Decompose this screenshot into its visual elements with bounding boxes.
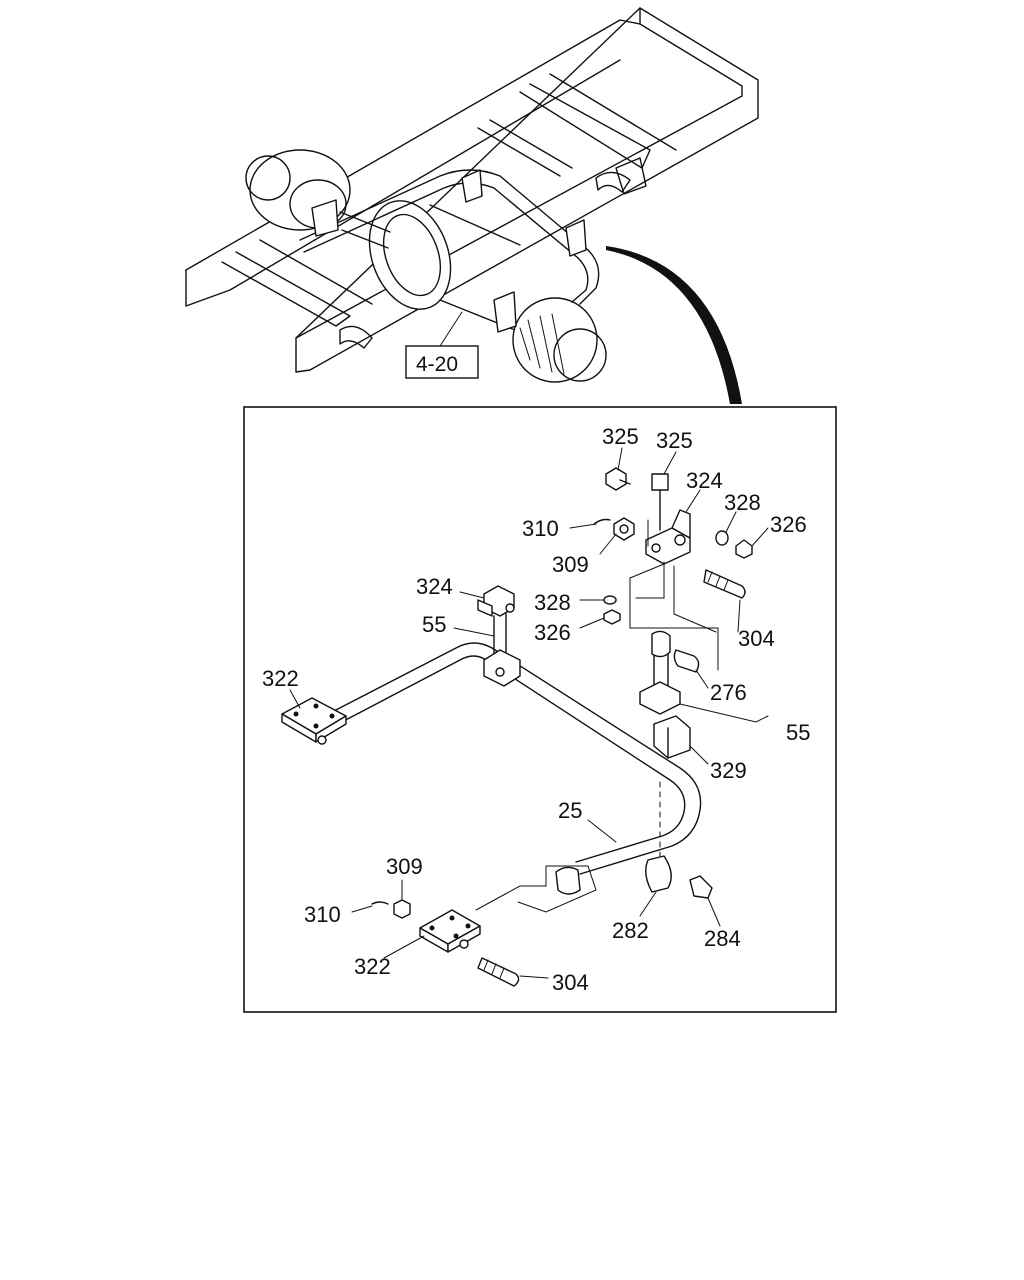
callout-310-upper: 310 [522, 516, 559, 541]
callout-325-nut: 325 [602, 424, 639, 449]
detail-frame [243, 406, 837, 1013]
reference-box: 4-20 [405, 345, 479, 379]
callout-304-lower: 304 [552, 970, 589, 995]
stabilizer-assembly-detail [281, 467, 753, 987]
callout-325-bolt: 325 [656, 428, 693, 453]
callout-310-lower: 310 [304, 902, 341, 927]
callout-55-left: 55 [422, 612, 446, 637]
callout-326-left: 326 [534, 620, 571, 645]
callout-324-upper: 324 [686, 468, 723, 493]
reference-label: 4-20 [416, 353, 458, 376]
differential-icon [368, 200, 452, 310]
chassis-overview [185, 7, 759, 383]
right-hub-icon [512, 297, 598, 383]
leader-lines [289, 447, 769, 979]
callout-328-right: 328 [724, 490, 761, 515]
callout-329: 329 [710, 758, 747, 783]
callout-309-upper: 309 [552, 552, 589, 577]
callout-55-right: 55 [786, 720, 810, 745]
callout-326-right: 326 [770, 512, 807, 537]
callout-276: 276 [710, 680, 747, 705]
callout-labels: 325 325 324 328 326 310 309 324 328 326 … [262, 424, 810, 995]
callout-284: 284 [704, 926, 741, 951]
callout-324-left: 324 [416, 574, 453, 599]
callout-322-lower: 322 [354, 954, 391, 979]
callout-282: 282 [612, 918, 649, 943]
detail-arrow [606, 246, 742, 404]
callout-309-lower: 309 [386, 854, 423, 879]
callout-322-upper: 322 [262, 666, 299, 691]
callout-328-left: 328 [534, 590, 571, 615]
callout-25: 25 [558, 798, 582, 823]
callout-304-upper: 304 [738, 626, 775, 651]
